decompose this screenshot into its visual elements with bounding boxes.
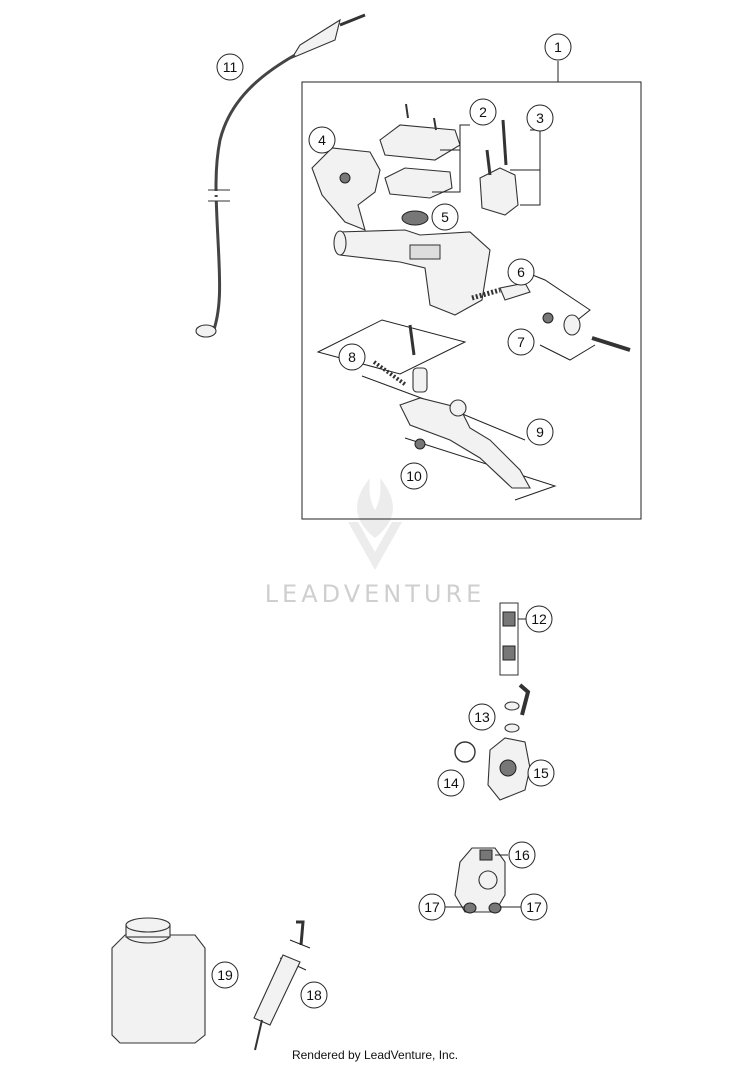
callout-label: 12 [531, 611, 547, 627]
callout-12: 12 [518, 605, 553, 633]
callout-label: 5 [441, 209, 449, 225]
callout-17-right: 17 [500, 893, 548, 921]
callout-1: 1 [544, 33, 572, 61]
callout-15: 15 [527, 759, 555, 787]
part-11-hose [195, 13, 366, 338]
callout-label: 15 [533, 765, 549, 781]
callout-label: 7 [517, 334, 525, 350]
callout-16: 16 [495, 841, 536, 869]
callout-label: 18 [306, 987, 322, 1003]
callout-label: 1 [554, 39, 562, 55]
callout-10: 10 [400, 462, 428, 490]
callout-11: 11 [216, 53, 244, 81]
part-2-cap [379, 103, 470, 199]
part-3-clamp [479, 119, 541, 216]
callout-label: 19 [217, 967, 233, 983]
callout-18: 18 [300, 981, 328, 1009]
callout-label: 14 [443, 775, 459, 791]
callout-label: 13 [474, 709, 490, 725]
part-7-pushrod [539, 312, 631, 361]
callout-label: 2 [479, 104, 487, 120]
part-19-container [111, 917, 206, 1044]
callout-4: 4 [308, 126, 336, 154]
master-cylinder-body [333, 229, 491, 316]
callout-label: 9 [536, 424, 544, 440]
callout-5: 5 [431, 203, 459, 231]
part-15-slave-cylinder [487, 737, 531, 801]
part-4-cover [311, 147, 381, 231]
callout-label: 17 [424, 899, 440, 915]
part-16-17-housing [454, 847, 506, 914]
callout-19: 19 [211, 961, 239, 989]
callout-label: 17 [526, 899, 542, 915]
part-18-syringe [253, 920, 311, 1051]
callout-6: 6 [507, 258, 535, 286]
part-13-banjo [504, 683, 531, 733]
callout-2: 2 [469, 98, 497, 126]
watermark-text: LEADVENTURE [265, 580, 486, 608]
callout-label: 8 [348, 349, 356, 365]
assembly-box [301, 61, 642, 520]
part-12-bleed-kit [499, 602, 519, 676]
part-5-seal [401, 210, 429, 226]
callout-13: 13 [468, 703, 496, 731]
callout-label: 4 [318, 132, 326, 148]
callout-8: 8 [338, 343, 366, 371]
callout-9: 9 [526, 418, 554, 446]
part-14-oring [454, 741, 476, 763]
callout-3: 3 [526, 104, 554, 132]
part-9-lever [316, 319, 557, 501]
callout-14: 14 [437, 769, 465, 797]
callout-label: 3 [536, 110, 544, 126]
leadventure-watermark: LEADVENTURE [265, 478, 486, 608]
footer-credit: Rendered by LeadVenture, Inc. [291, 1048, 459, 1062]
callout-label: 6 [517, 264, 525, 280]
callout-7: 7 [507, 328, 535, 356]
callout-label: 10 [406, 468, 422, 484]
callout-label: 11 [223, 59, 238, 75]
callout-label: 16 [514, 847, 530, 863]
callout-17-left: 17 [418, 893, 465, 921]
